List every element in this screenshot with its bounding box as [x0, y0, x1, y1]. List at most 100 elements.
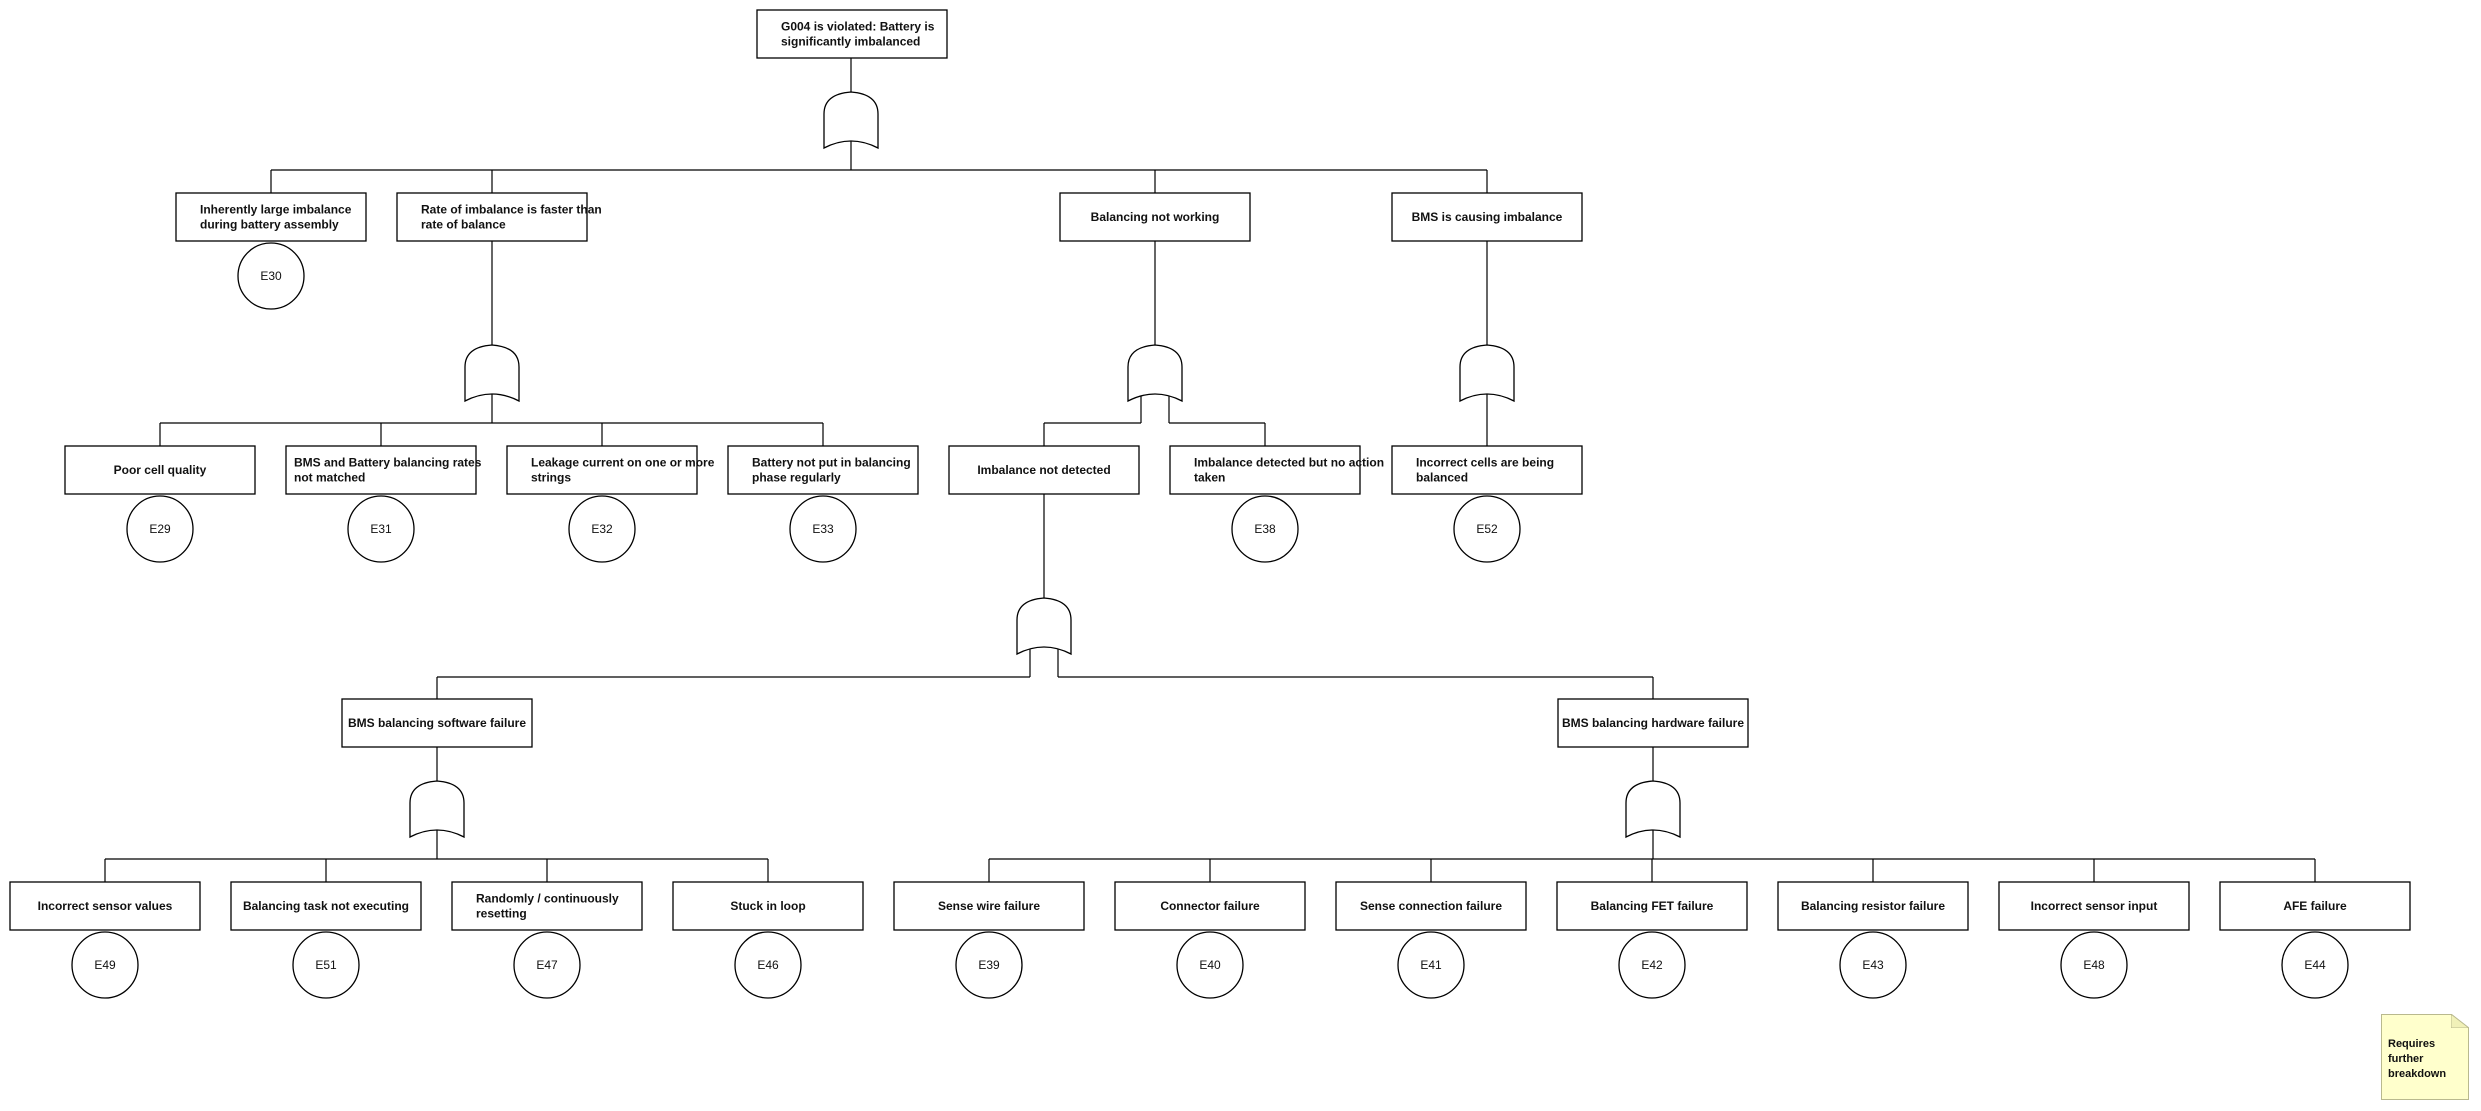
basic-event-label: E46 — [757, 958, 779, 972]
event-box-sense-connection: Sense connection failure — [1335, 881, 1527, 931]
event-box-resistor: Balancing resistor failure — [1777, 881, 1969, 931]
or-gate-icon — [1127, 344, 1183, 403]
event-box-outline — [1169, 445, 1361, 495]
basic-event-circle — [237, 242, 305, 310]
event-box-outline — [1998, 881, 2190, 931]
basic-event-circle — [2281, 931, 2349, 999]
basic-event-circle — [347, 495, 415, 563]
basic-event-label: E29 — [149, 522, 171, 536]
event-box-label: not matched — [294, 471, 365, 485]
basic-event-circle — [568, 495, 636, 563]
event-box-label: G004 is violated: Battery is — [781, 20, 935, 34]
event-box-label: Balancing FET failure — [1591, 899, 1714, 913]
basic-event-e49: E49 — [71, 931, 139, 999]
event-box-label: BMS balancing hardware failure — [1562, 716, 1744, 730]
or-gate-icon — [1459, 344, 1515, 403]
event-box-outline — [506, 445, 698, 495]
event-box-task-not-executing: Balancing task not executing — [230, 881, 422, 931]
event-box-label: Connector failure — [1160, 899, 1260, 913]
event-box-label: resetting — [476, 907, 527, 921]
event-box-label: Rate of imbalance is faster than — [421, 203, 602, 217]
event-box-label: Poor cell quality — [114, 463, 207, 477]
event-box-label: phase regularly — [752, 471, 841, 485]
event-box-outline — [1556, 881, 1748, 931]
event-box-outline — [1557, 698, 1749, 748]
basic-event-label: E42 — [1641, 958, 1663, 972]
event-box-fet: Balancing FET failure — [1556, 881, 1748, 931]
basic-event-e51: E51 — [292, 931, 360, 999]
basic-event-circle — [789, 495, 857, 563]
event-box-label: BMS and Battery balancing rates — [294, 456, 482, 470]
event-box-outline — [1059, 192, 1251, 242]
event-box-label: AFE failure — [2283, 899, 2347, 913]
event-box-label: rate of balance — [421, 218, 506, 232]
basic-event-circle — [1839, 931, 1907, 999]
event-box-outline — [64, 445, 256, 495]
event-box-label: Leakage current on one or more — [531, 456, 715, 470]
event-box-outline — [451, 881, 643, 931]
basic-event-circle — [1231, 495, 1299, 563]
event-box-outline — [756, 9, 948, 59]
basic-event-e39: E39 — [955, 931, 1023, 999]
basic-event-label: E52 — [1476, 522, 1498, 536]
basic-event-circle — [955, 931, 1023, 999]
basic-event-label: E32 — [591, 522, 613, 536]
event-box-label: Incorrect sensor input — [2031, 899, 2158, 913]
or-gate-icon — [1016, 597, 1072, 656]
event-box-label: Incorrect cells are being — [1416, 456, 1554, 470]
event-box-label: strings — [531, 471, 571, 485]
event-box-label: Balancing resistor failure — [1801, 899, 1945, 913]
event-box-label: Randomly / continuously — [476, 892, 619, 906]
event-box-outline — [230, 881, 422, 931]
event-box-sensor-input: Incorrect sensor input — [1998, 881, 2190, 931]
event-box-connector: Connector failure — [1114, 881, 1306, 931]
basic-event-circle — [126, 495, 194, 563]
basic-event-label: E47 — [536, 958, 558, 972]
basic-event-label: E31 — [370, 522, 392, 536]
event-box-sw-failure: BMS balancing software failure — [341, 698, 533, 748]
basic-event-e30: E30 — [237, 242, 305, 310]
event-box-g004: G004 is violated: Battery issignificantl… — [756, 9, 948, 59]
event-box-label: Incorrect sensor values — [38, 899, 173, 913]
basic-event-circle — [2060, 931, 2128, 999]
event-box-label: Stuck in loop — [730, 899, 805, 913]
event-box-outline — [1114, 881, 1306, 931]
basic-event-e52: E52 — [1453, 495, 1521, 563]
basic-event-circle — [71, 931, 139, 999]
basic-event-e29: E29 — [126, 495, 194, 563]
event-box-outline — [727, 445, 919, 495]
event-box-label: during battery assembly — [200, 218, 339, 232]
event-box-label: Inherently large imbalance — [200, 203, 352, 217]
event-box-outline — [893, 881, 1085, 931]
basic-event-circle — [1176, 931, 1244, 999]
basic-event-label: E44 — [2304, 958, 2326, 972]
event-box-not-detected: Imbalance not detected — [948, 445, 1140, 495]
event-box-label: Sense connection failure — [1360, 899, 1502, 913]
basic-event-label: E41 — [1420, 958, 1442, 972]
basic-event-label: E39 — [978, 958, 1000, 972]
basic-event-label: E38 — [1254, 522, 1276, 536]
event-box-label: BMS balancing software failure — [348, 716, 526, 730]
event-box-bms-causing: BMS is causing imbalance — [1391, 192, 1583, 242]
basic-event-e31: E31 — [347, 495, 415, 563]
basic-event-circle — [1618, 931, 1686, 999]
event-box-outline — [9, 881, 201, 931]
basic-event-e44: E44 — [2281, 931, 2349, 999]
basic-event-circle — [1397, 931, 1465, 999]
event-box-afe: AFE failure — [2219, 881, 2411, 931]
or-gate-icon — [823, 91, 879, 150]
basic-event-label: E49 — [94, 958, 116, 972]
event-box-outline — [948, 445, 1140, 495]
basic-event-label: E33 — [812, 522, 834, 536]
or-gate-icon — [409, 780, 465, 839]
event-box-stuck: Stuck in loop — [672, 881, 864, 931]
basic-event-label: E48 — [2083, 958, 2105, 972]
